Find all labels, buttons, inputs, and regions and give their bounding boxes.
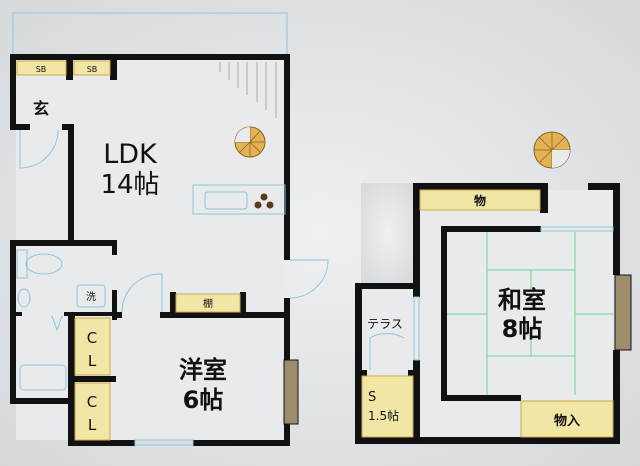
storage-top [419,189,541,211]
tatami-lines [447,232,613,395]
ldk-size: 14帖 [100,170,159,200]
right-unit: 物 和室 8帖 物入 テラス S 1.5帖 [355,131,632,444]
wall [284,54,290,260]
western-room-name: 洋室 [179,356,227,384]
stair-lines [219,62,277,118]
washer-label: 洗 [86,291,96,303]
shoe-box-1 [16,60,67,76]
shelf [175,293,241,313]
window [283,359,299,425]
window-bottom [134,439,194,446]
window-right [614,274,632,351]
entrance-label: 玄 [33,99,49,118]
closet-2-label-l: L [88,416,97,434]
spiral-stair-icon [533,131,571,169]
ldk-name: LDK [103,139,158,170]
shoe-box-2 [73,60,111,76]
service-room-size: 1.5帖 [368,408,399,423]
kitchen-counter [192,184,286,215]
storage-top-label: 物 [474,193,486,208]
japanese-room-name: 和室 [498,286,546,314]
washer-space [76,284,106,308]
entrance-door[interactable] [19,129,59,169]
terrace-label: テラス [367,317,403,331]
stove-burners-icon [254,193,274,209]
closet-2-label-c: C [87,393,97,411]
japanese-room-size: 8帖 [502,315,543,343]
closet-right-label: 物入 [554,413,580,429]
toilet-icon [16,249,63,279]
closet-1-label-l: L [88,352,97,370]
service-room-name: S [368,390,376,405]
western-room-door[interactable] [121,273,163,313]
bathtub-icon [19,364,67,391]
left-unit: SB SB 玄 LDK 14帖 洗 [10,12,329,446]
sb2-label: SB [87,65,98,74]
ldk-door[interactable] [289,259,329,299]
western-room-size: 6帖 [183,386,224,414]
closet-1-label-c: C [87,329,97,347]
spiral-stair-icon [234,126,266,158]
closet-1 [74,317,111,376]
sb1-label: SB [36,65,47,74]
terrace-door[interactable] [369,332,405,370]
service-room [361,375,414,438]
closet-right [520,400,614,438]
shelf-label: 棚 [203,297,213,310]
closet-2 [74,382,111,441]
sink-icon [204,191,248,210]
washbasin-icon [17,288,31,308]
